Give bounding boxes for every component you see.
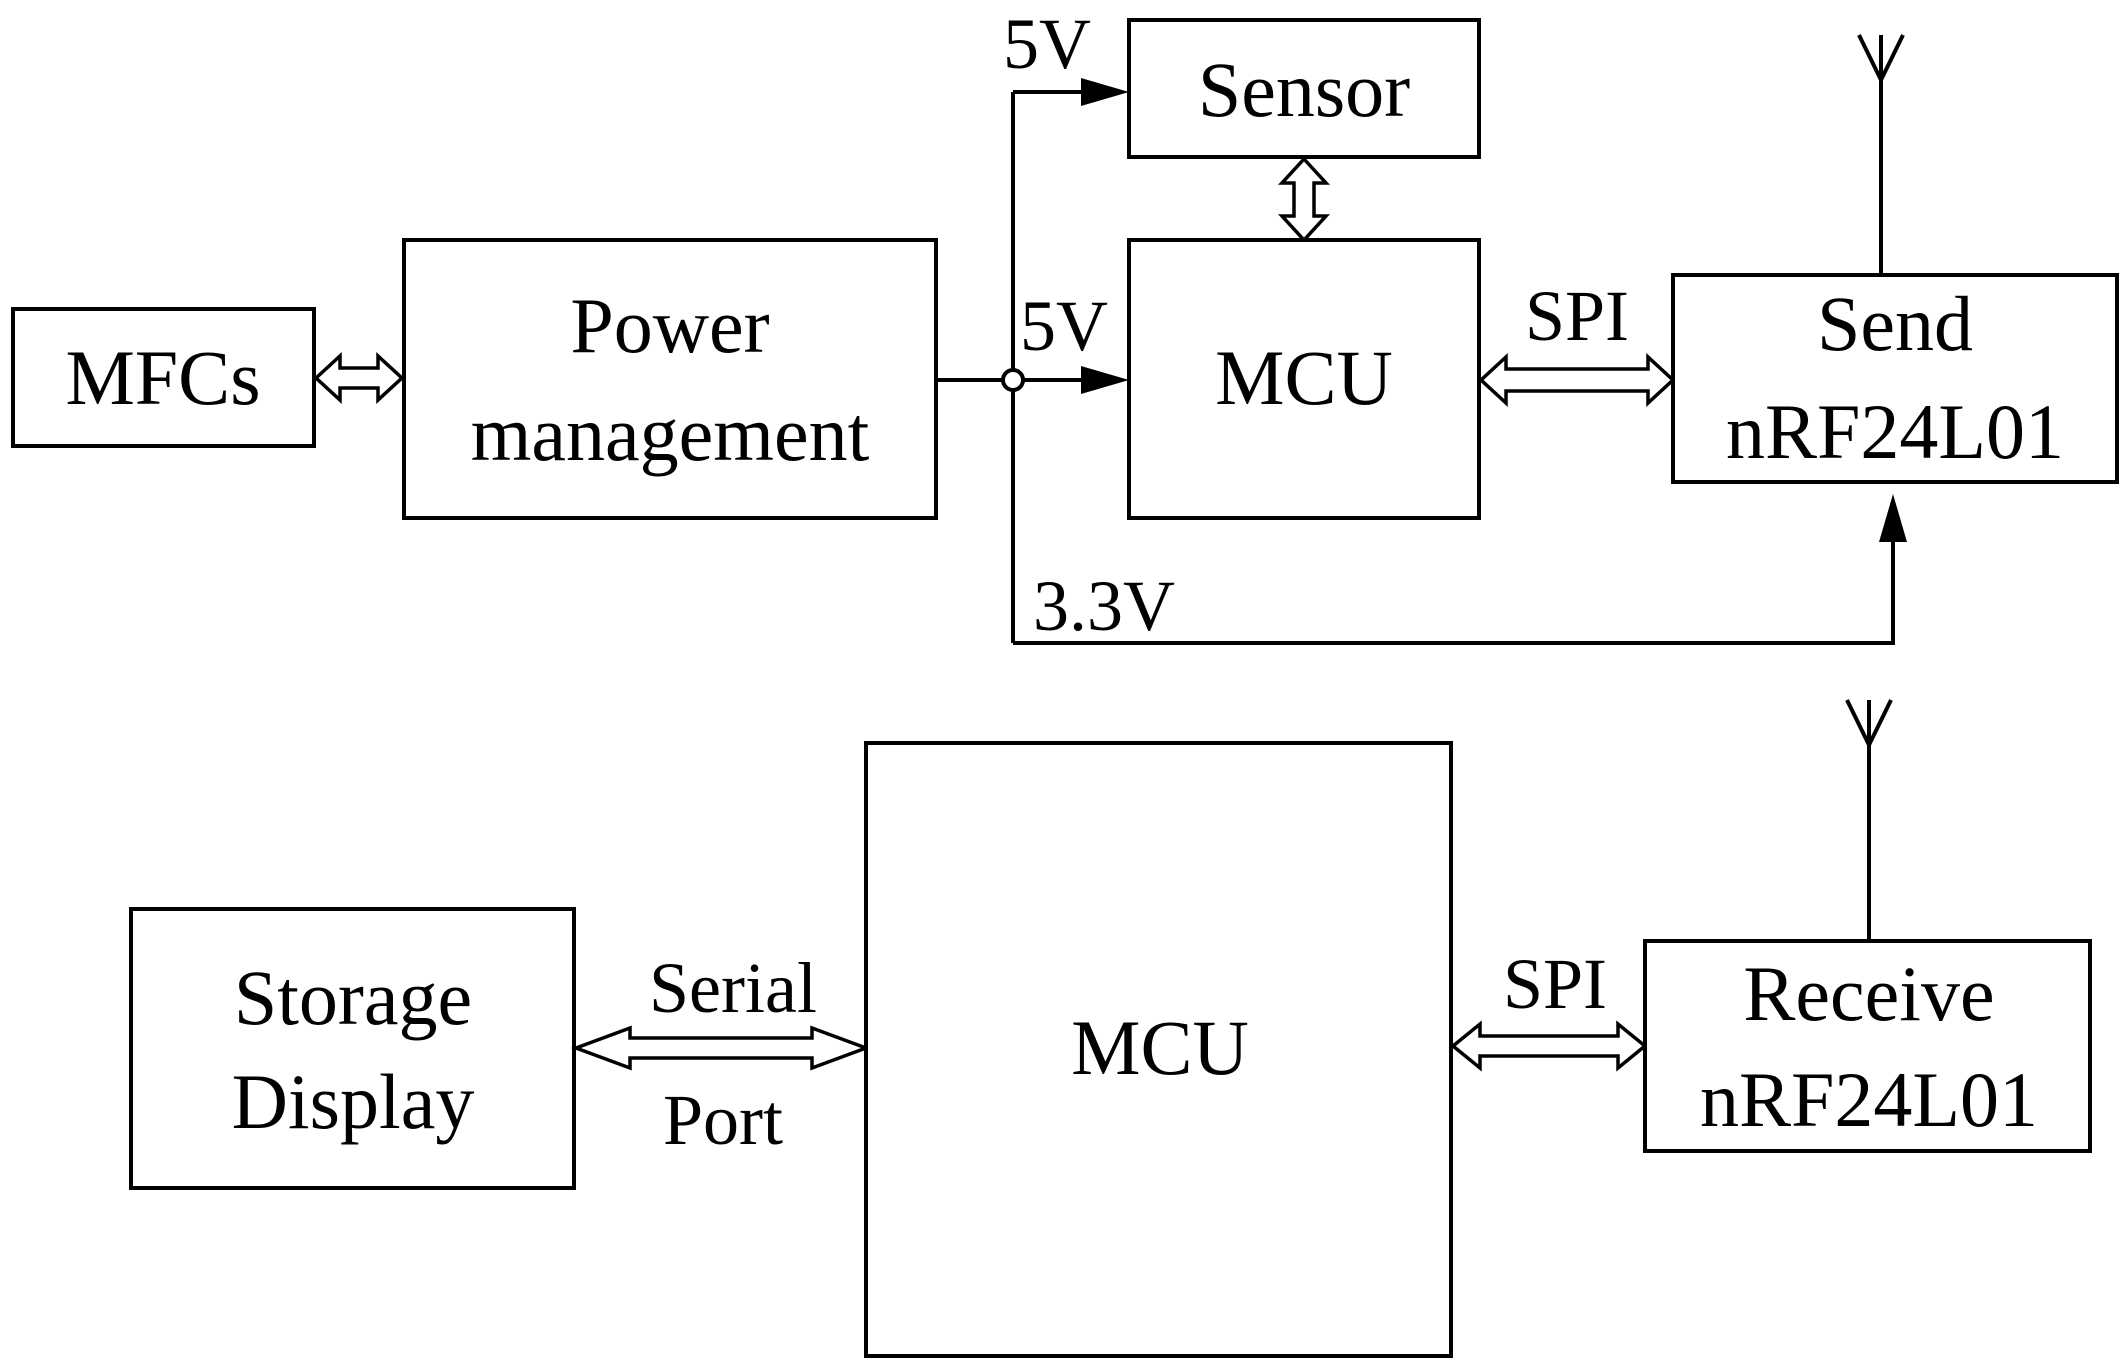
mcu-voltage-label: 5V (1020, 286, 1108, 366)
mfcs-power-link (313, 352, 405, 404)
junction-node (1001, 368, 1025, 392)
send-label-line1: Send (1817, 280, 1973, 367)
send-label-line2: nRF24L01 (1726, 388, 2064, 475)
radio-voltage-label: 3.3V (1033, 566, 1175, 646)
mfcs-block (11, 307, 316, 448)
tx-mcu-block (1127, 238, 1481, 520)
mcu-supply-arrowhead (1081, 366, 1129, 394)
storage-label-line1: Storage (234, 954, 472, 1041)
rx-mcu-label: MCU (1071, 1004, 1249, 1091)
sensor-block (1127, 18, 1481, 159)
rx-spi-label: SPI (1503, 944, 1607, 1024)
power-management-block (402, 238, 938, 520)
tx-spi-label: SPI (1525, 276, 1629, 356)
serial-port-link (570, 1025, 872, 1071)
storage-display-block (129, 907, 576, 1190)
rx-spi-link (1450, 1020, 1648, 1072)
sensor-label: Sensor (1198, 46, 1410, 133)
receive-label-line1: Receive (1743, 950, 1994, 1037)
receive-antenna-icon (1845, 699, 1893, 941)
power-label-line2: management (471, 390, 870, 477)
mfcs-label: MFCs (65, 334, 260, 421)
rx-mcu-block (864, 741, 1453, 1358)
sensor-supply-arrowhead (1081, 78, 1129, 106)
send-antenna-icon (1857, 34, 1905, 275)
receive-label-line2: nRF24L01 (1700, 1056, 2038, 1143)
serial-label-line1: Serial (649, 948, 817, 1028)
radio-supply-arrowhead (1879, 494, 1907, 542)
sensor-mcu-link (1278, 156, 1330, 243)
serial-label-line2: Port (663, 1080, 783, 1160)
tx-spi-link (1478, 353, 1676, 407)
storage-label-line2: Display (232, 1058, 475, 1145)
power-label-line1: Power (570, 282, 769, 369)
sensor-voltage-label: 5V (1003, 4, 1091, 84)
send-radio-block (1671, 273, 2119, 484)
radio-supply-wire (1013, 540, 1895, 645)
tx-mcu-label: MCU (1215, 334, 1393, 421)
